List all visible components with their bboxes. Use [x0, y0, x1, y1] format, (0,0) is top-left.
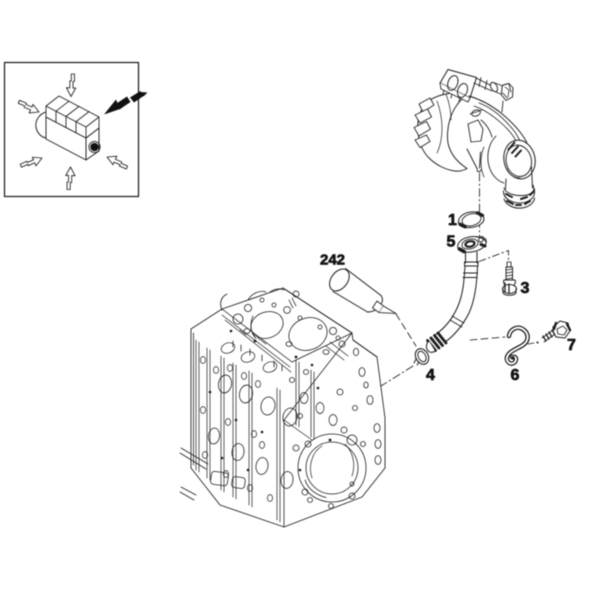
svg-text:3: 3 [521, 280, 530, 297]
svg-text:242: 242 [320, 252, 345, 269]
svg-text:6: 6 [511, 367, 520, 384]
svg-text:7: 7 [567, 337, 576, 354]
svg-text:4: 4 [426, 367, 435, 384]
svg-text:5: 5 [447, 234, 456, 251]
svg-text:1: 1 [448, 212, 457, 229]
